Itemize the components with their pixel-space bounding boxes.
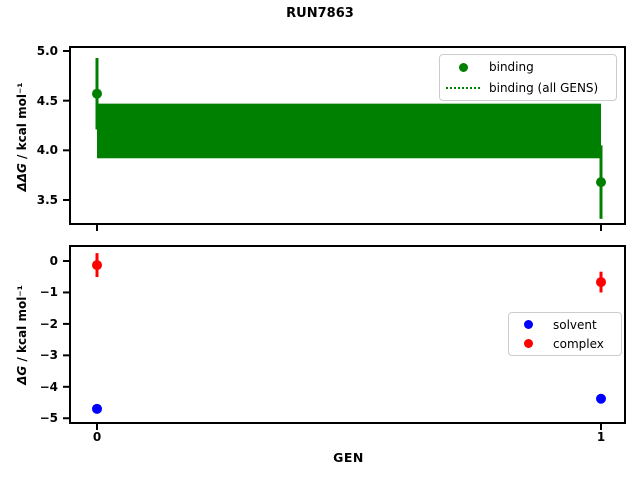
legend-binding: binding binding (all GENS): [439, 54, 617, 101]
solvent-marker-icon: [523, 320, 533, 329]
y-tick-label: 3.5: [36, 192, 58, 207]
y-tick-label: −5: [39, 411, 58, 426]
y-tick-label: −1: [39, 285, 58, 300]
legend-handle: [446, 86, 480, 89]
y-tick-label: −3: [39, 348, 58, 363]
legend-handle: [515, 339, 541, 348]
marker-complex-gen0: [92, 260, 102, 271]
top-y-axis-label-symbol: ΔΔG: [15, 163, 29, 192]
binding-marker-icon: [458, 62, 468, 72]
y-tick-label: 5.0: [36, 44, 58, 58]
x-tick-label: 0: [92, 430, 102, 444]
marker-binding-gen1: [596, 177, 606, 188]
y-tick-label: 4.0: [36, 143, 58, 158]
axes-frame-0: [69, 46, 626, 225]
y-tick-label: −4: [39, 379, 58, 394]
x-tick-label: 1: [596, 430, 606, 444]
legend-label-binding-all-gens: binding (all GENS): [489, 80, 599, 95]
uncertainty-band-binding-all-gens: [97, 103, 601, 159]
legend-label-complex: complex: [553, 336, 604, 351]
figure-title: RUN7863: [286, 6, 354, 21]
x-axis-label: GEN: [333, 450, 364, 465]
legend-item-complex: complex: [509, 334, 621, 353]
marker-solvent-gen1: [596, 393, 606, 404]
marker-complex-gen1: [596, 277, 606, 288]
legend-label-binding: binding: [489, 60, 534, 75]
y-tick-label: 0: [49, 254, 58, 268]
legend-handle: [515, 320, 541, 329]
y-tick-label: 4.5: [36, 93, 58, 108]
legend-item-solvent: solvent: [509, 315, 621, 334]
axes-frame-1: [69, 245, 626, 424]
legend-item-binding-all-gens: binding (all GENS): [440, 78, 616, 98]
legend-label-solvent: solvent: [553, 317, 597, 332]
marker-solvent-gen0: [92, 403, 102, 414]
legend-item-binding: binding: [440, 57, 616, 77]
legend-handle: [446, 62, 480, 72]
legend-dg: solvent complex: [508, 312, 622, 356]
complex-marker-icon: [523, 339, 533, 348]
dotted-line-icon: [446, 86, 480, 89]
y-tick-label: −2: [39, 316, 58, 331]
marker-binding-gen0: [92, 88, 102, 99]
